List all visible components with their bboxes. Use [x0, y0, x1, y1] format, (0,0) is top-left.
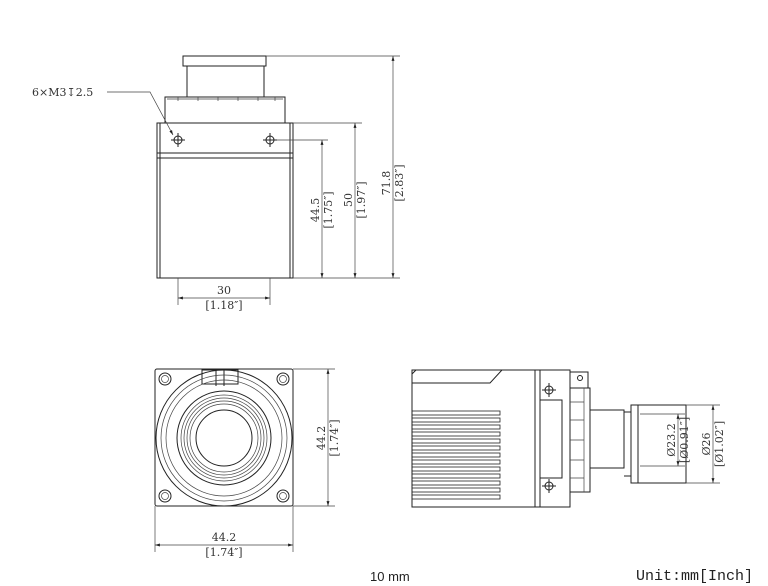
- fin: [411, 452, 501, 458]
- lens-aperture: [195, 409, 253, 467]
- dim-front-width-inch: [1.74″]: [205, 546, 242, 559]
- dim-body-height-inch: [1.97″]: [355, 181, 368, 218]
- dim-front-height-mm: 44.2: [315, 426, 328, 451]
- fin: [411, 494, 501, 500]
- dim-inner-diameter-inch: [Ø0.91″]: [678, 417, 691, 463]
- mounting-hole-icon: [542, 479, 556, 493]
- dim-inner-diameter-mm: Ø23.2: [665, 423, 678, 457]
- screw-icon: [158, 489, 172, 503]
- scale-label: 10 mm: [370, 569, 410, 584]
- fin: [411, 445, 501, 451]
- side-connector-panel: [539, 399, 563, 479]
- mounting-hole-icon: [263, 133, 277, 147]
- fin: [411, 487, 501, 493]
- dim-body-height-mm: 50: [342, 193, 355, 207]
- mount-knurl: [167, 97, 283, 101]
- screw-icon: [158, 372, 172, 386]
- dim-hole-height-inch: [1.75″]: [322, 191, 335, 228]
- dim-overall-height-mm: 71.8: [380, 171, 393, 196]
- dim-overall-height-inch: [2.83″]: [393, 164, 406, 201]
- dim-hole-spacing-mm: 30: [217, 284, 231, 297]
- hole-callout: 6×M3↧2.5: [32, 86, 93, 99]
- callout-leader: [107, 91, 174, 136]
- fin: [411, 410, 501, 416]
- screw-icon: [276, 489, 290, 503]
- lens-thread: [176, 390, 272, 486]
- fin: [411, 417, 501, 423]
- front-view: 44.2 [1.74″] 44.2 [1.74″]: [154, 368, 341, 559]
- dim-hole-spacing-inch: [1.18″]: [205, 299, 242, 312]
- fin: [411, 424, 501, 430]
- body-lines: [157, 123, 293, 278]
- lens-mount-ring: [155, 369, 293, 507]
- body-top-chamfer: [411, 369, 504, 384]
- fin: [411, 459, 501, 465]
- mounting-hole-icon: [542, 383, 556, 397]
- lens-barrel: [186, 65, 265, 98]
- dim-front-height-inch: [1.74″]: [328, 419, 341, 456]
- side-view: Ø23.2 [Ø0.91″] Ø26 [Ø1.02″]: [411, 369, 726, 508]
- heat-sink-fins: [411, 410, 501, 500]
- fin: [411, 431, 501, 437]
- lens-mount: [164, 96, 286, 124]
- unit-label: Unit:mm[Inch]: [636, 568, 753, 585]
- top-view: 6×M3↧2.5 71.8 [2.83″] 50 [1.97″] 44.5 [1…: [32, 55, 406, 312]
- lens-barrel-side: [589, 409, 625, 469]
- camera-body: [156, 122, 294, 279]
- dim-front-width-mm: 44.2: [212, 531, 237, 544]
- fin: [411, 438, 501, 444]
- dim-outer-diameter-mm: Ø26: [700, 432, 713, 455]
- fin: [411, 466, 501, 472]
- dim-hole-height-mm: 44.5: [309, 198, 322, 223]
- mounting-hole-icon: [171, 133, 185, 147]
- dim-outer-diameter-inch: [Ø1.02″]: [713, 421, 726, 467]
- fin: [411, 473, 501, 479]
- lens-cap: [182, 55, 267, 67]
- screw-icon: [276, 372, 290, 386]
- fin: [411, 480, 501, 486]
- small-hole-icon: [577, 375, 583, 381]
